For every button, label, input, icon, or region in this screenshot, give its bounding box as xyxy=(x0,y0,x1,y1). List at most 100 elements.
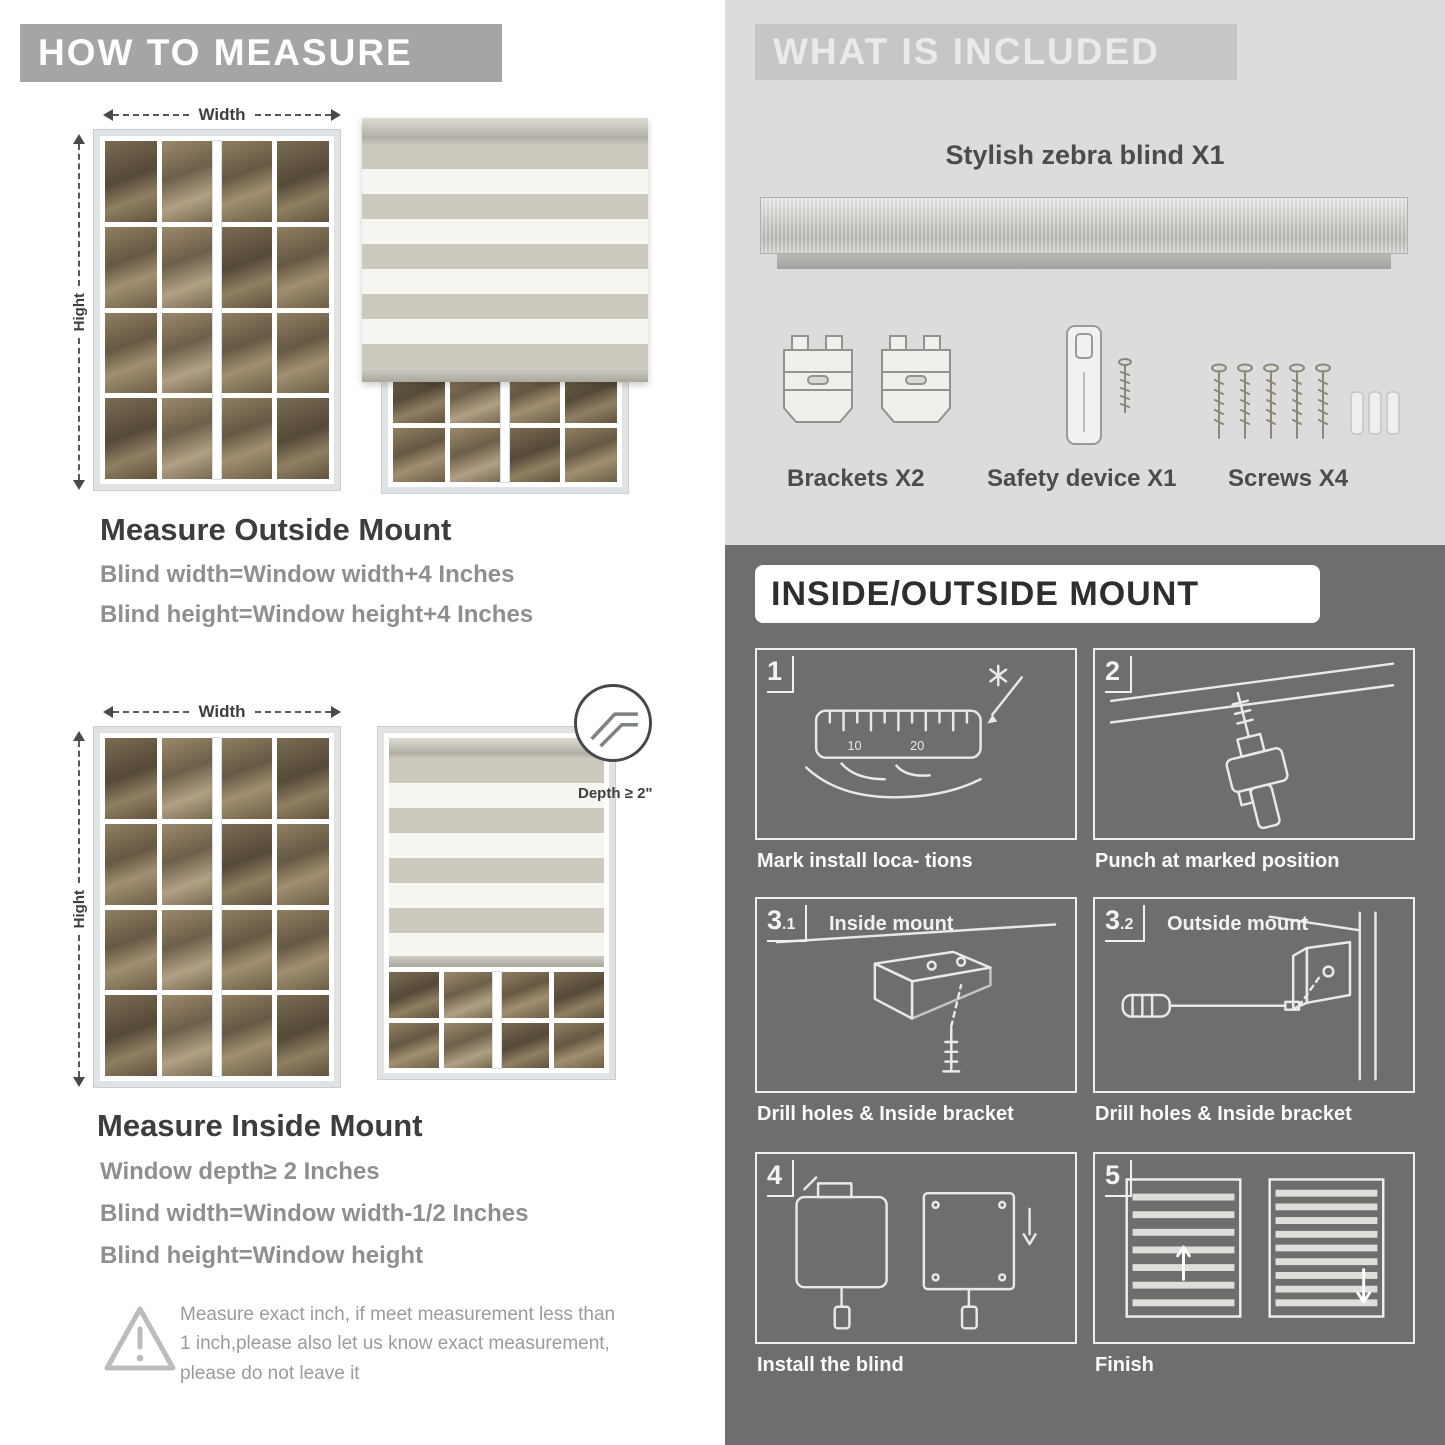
arrow-left-icon xyxy=(103,706,113,718)
mount-section: INSIDE/OUTSIDE MOUNT 10 20 1 Mark instal xyxy=(725,545,1445,1445)
window-pane xyxy=(276,909,329,991)
window-pane xyxy=(105,226,158,308)
inside-bracket-illustration xyxy=(775,923,1057,1073)
window-pane xyxy=(219,738,272,819)
outside-mount-title: Measure Outside Mount xyxy=(100,512,452,547)
inside-mount-title: Measure Inside Mount xyxy=(97,1108,423,1143)
step-panel-4: 4 xyxy=(755,1152,1077,1344)
step-panel-5: 5 xyxy=(1093,1152,1415,1344)
svg-text:20: 20 xyxy=(910,738,924,753)
window-pane xyxy=(276,398,329,479)
how-to-measure-banner: HOW TO MEASURE xyxy=(20,24,502,82)
step-number: 1 xyxy=(767,656,795,693)
window-pane xyxy=(105,909,158,991)
window-pane xyxy=(276,823,329,905)
safety-device-label: Safety device X1 xyxy=(987,465,1177,492)
window-pane xyxy=(389,972,439,1018)
screws-icon xyxy=(1211,363,1400,439)
step-title: Outside mount xyxy=(1167,913,1309,935)
finish-illustration xyxy=(1125,1178,1385,1318)
window-illustration xyxy=(94,727,340,1087)
step-caption: Finish xyxy=(1095,1354,1154,1376)
window-pane xyxy=(219,909,272,991)
window-pane xyxy=(564,428,617,482)
inside-mount-blind-illustration xyxy=(378,727,615,1079)
window-pane xyxy=(554,1022,604,1068)
width-arrow-label: Width xyxy=(198,105,246,124)
window-panes xyxy=(105,141,329,479)
window-pane xyxy=(389,1022,439,1068)
step-panel-3-1: 3.1 Inside mount xyxy=(755,897,1077,1093)
what-is-included-section: WHAT IS INCLUDED Stylish zebra blind X1 xyxy=(725,0,1445,545)
arrow-left-icon xyxy=(103,109,113,121)
window-pane xyxy=(105,823,158,905)
window-pane xyxy=(105,738,158,819)
window-pane xyxy=(105,995,158,1076)
window-corner-icon xyxy=(590,712,638,748)
brackets-label: Brackets X2 xyxy=(787,465,925,492)
width-arrow: Width xyxy=(103,702,341,721)
window-pane xyxy=(276,995,329,1076)
step-number: 4 xyxy=(767,1160,795,1197)
warning-text: Measure exact inch, if meet measurement … xyxy=(180,1304,616,1384)
window-pane xyxy=(105,398,158,479)
window-panes xyxy=(393,369,617,482)
step-caption: Drill holes & Inside bracket xyxy=(757,1103,1014,1125)
window-pane xyxy=(162,823,215,905)
window-pane xyxy=(162,312,215,394)
window-pane xyxy=(276,312,329,394)
window-illustration xyxy=(94,130,340,490)
window-pane xyxy=(162,738,215,819)
arrow-down-icon xyxy=(73,480,85,491)
window-pane xyxy=(507,428,560,482)
window-pane xyxy=(219,995,272,1076)
arrow-right-icon xyxy=(331,109,341,121)
arrow-up-icon xyxy=(73,731,85,741)
zebra-blind-headrail-lip xyxy=(777,254,1391,269)
window-pane xyxy=(219,398,272,479)
measure-line: Window depth≥ 2 Inches xyxy=(100,1158,380,1185)
window-pane xyxy=(162,398,215,479)
brackets-icon xyxy=(783,335,951,423)
window-pane xyxy=(444,972,494,1018)
window-pane xyxy=(162,909,215,991)
svg-text:10: 10 xyxy=(847,738,861,753)
height-arrow-label: Hight xyxy=(70,889,88,929)
window-pane xyxy=(276,226,329,308)
step-panel-3-2: 3.2 Outside mount xyxy=(1093,897,1415,1093)
measure-line: Blind height=Window height xyxy=(100,1242,424,1269)
what-is-included-banner: WHAT IS INCLUDED xyxy=(755,24,1237,80)
measure-line: Blind height=Window height+4 Inches xyxy=(100,601,534,628)
window-pane xyxy=(499,972,549,1018)
arrow-right-icon xyxy=(331,706,341,718)
step-panel-1: 10 20 1 xyxy=(755,648,1077,840)
step-number: 2 xyxy=(1105,656,1133,693)
window-pane xyxy=(276,738,329,819)
measure-line: Blind width=Window width+4 Inches xyxy=(100,561,515,588)
drill-illustration xyxy=(1109,662,1395,830)
step-title: Inside mount xyxy=(829,913,954,935)
window-pane xyxy=(162,141,215,222)
zebra-blind-illustration xyxy=(389,738,604,967)
step-caption: Mark install loca- tions xyxy=(757,850,973,872)
window-pane xyxy=(105,312,158,394)
window-pane xyxy=(450,428,503,482)
zebra-blind-illustration xyxy=(362,118,648,382)
width-arrow-label: Width xyxy=(198,702,246,721)
outside-mount-blind-illustration xyxy=(362,118,648,493)
mark-location-illustration: 10 20 xyxy=(805,664,1023,799)
width-arrow: Width xyxy=(103,105,341,124)
outside-bracket-illustration xyxy=(1121,911,1377,1081)
step-caption: Punch at marked position xyxy=(1095,850,1340,872)
window-pane xyxy=(162,226,215,308)
measure-line: Blind width=Window width-1/2 Inches xyxy=(100,1200,529,1227)
depth-label: Depth ≥ 2" xyxy=(578,785,653,802)
screws-label: Screws X4 xyxy=(1228,465,1349,492)
window-pane xyxy=(276,141,329,222)
step-caption: Drill holes & Inside bracket xyxy=(1095,1103,1352,1125)
window-pane xyxy=(554,972,604,1018)
install-blind-illustration xyxy=(795,1176,1037,1330)
arrow-up-icon xyxy=(73,134,85,144)
warning-icon xyxy=(100,1302,180,1381)
